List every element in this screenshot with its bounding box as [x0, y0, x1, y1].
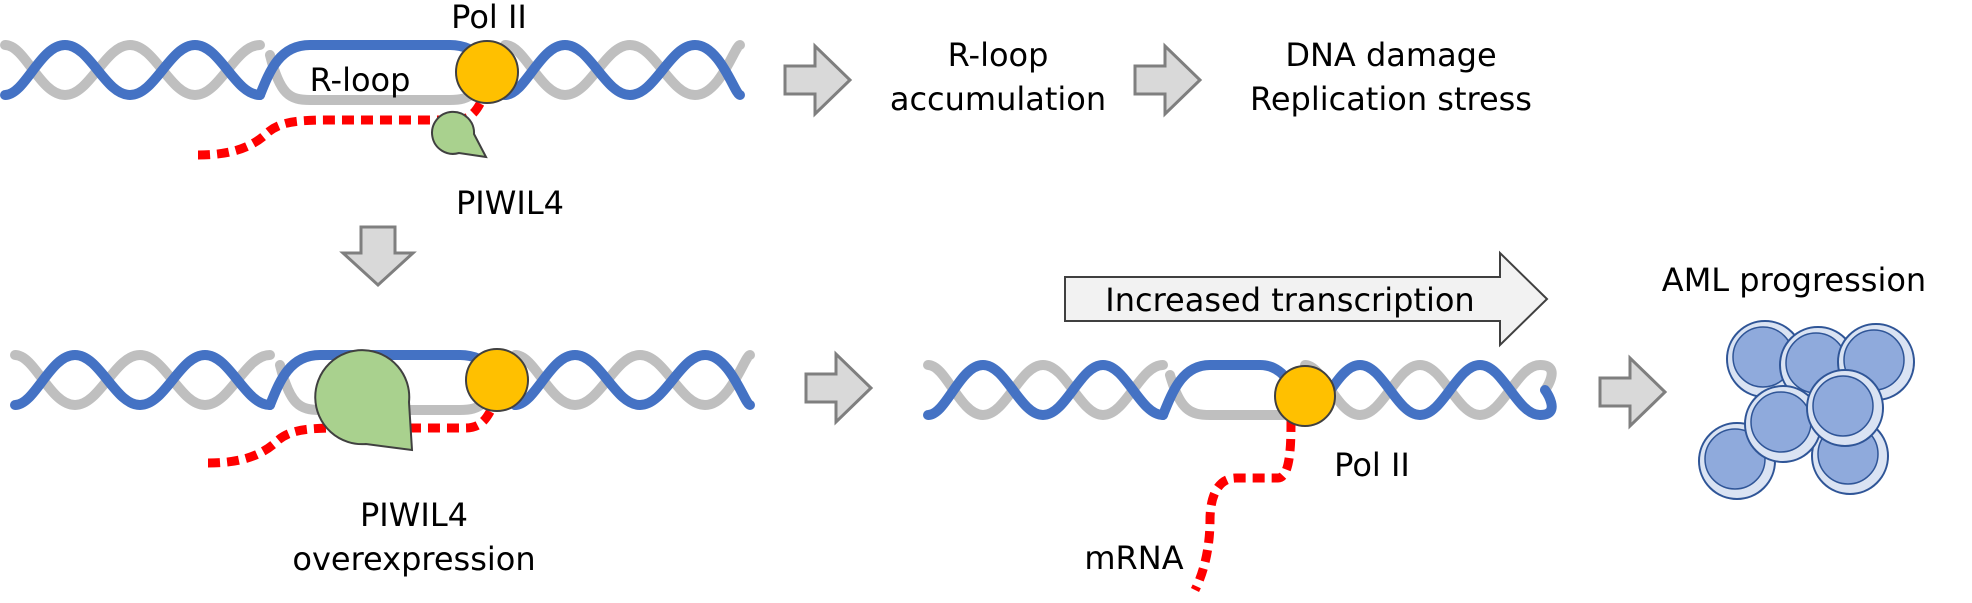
arrow-right-bottom-2 [1598, 354, 1668, 430]
pol-ii-top [455, 40, 519, 104]
piwil4-large [314, 349, 414, 452]
arrow-right-top-1 [783, 42, 853, 118]
aml-cell [1806, 369, 1884, 447]
increased-transcription-arrow [1064, 250, 1549, 348]
nascent-rna-top [197, 97, 487, 160]
pol-ii-top-label: Pol II [451, 0, 527, 36]
pol-ii-right-label: Pol II [1334, 446, 1410, 484]
mrna-label: mRNA [1084, 539, 1183, 577]
replication-stress-label: Replication stress [1250, 80, 1532, 118]
r-loop-accumulation-line2: accumulation [890, 80, 1106, 118]
piwil4-top-label: PIWIL4 [456, 184, 564, 222]
aml-cell-cluster [1698, 320, 1915, 500]
r-loop-label: R-loop [310, 61, 411, 99]
aml-progression-label: AML progression [1662, 261, 1926, 299]
r-loop-accumulation-line1: R-loop [948, 36, 1049, 74]
pol-ii-bottom-left [465, 348, 529, 412]
dna-damage-label: DNA damage [1285, 36, 1496, 74]
arrow-down [339, 225, 417, 288]
piwil4-overexpression-line2: overexpression [292, 540, 535, 578]
piwil4-overexpression-line1: PIWIL4 [360, 496, 468, 534]
increased-transcription-label: Increased transcription [1105, 281, 1474, 319]
dna-helix-bottom-right [923, 359, 1557, 421]
arrow-right-top-2 [1133, 42, 1203, 118]
mrna-strand [1190, 419, 1296, 593]
dna-helix-top [0, 39, 745, 105]
piwil4-small [431, 110, 488, 159]
arrow-right-bottom-1 [804, 350, 874, 426]
aml-cell [1744, 385, 1822, 463]
pol-ii-bottom-right [1274, 365, 1336, 427]
nascent-rna-bottom-left [207, 405, 497, 468]
